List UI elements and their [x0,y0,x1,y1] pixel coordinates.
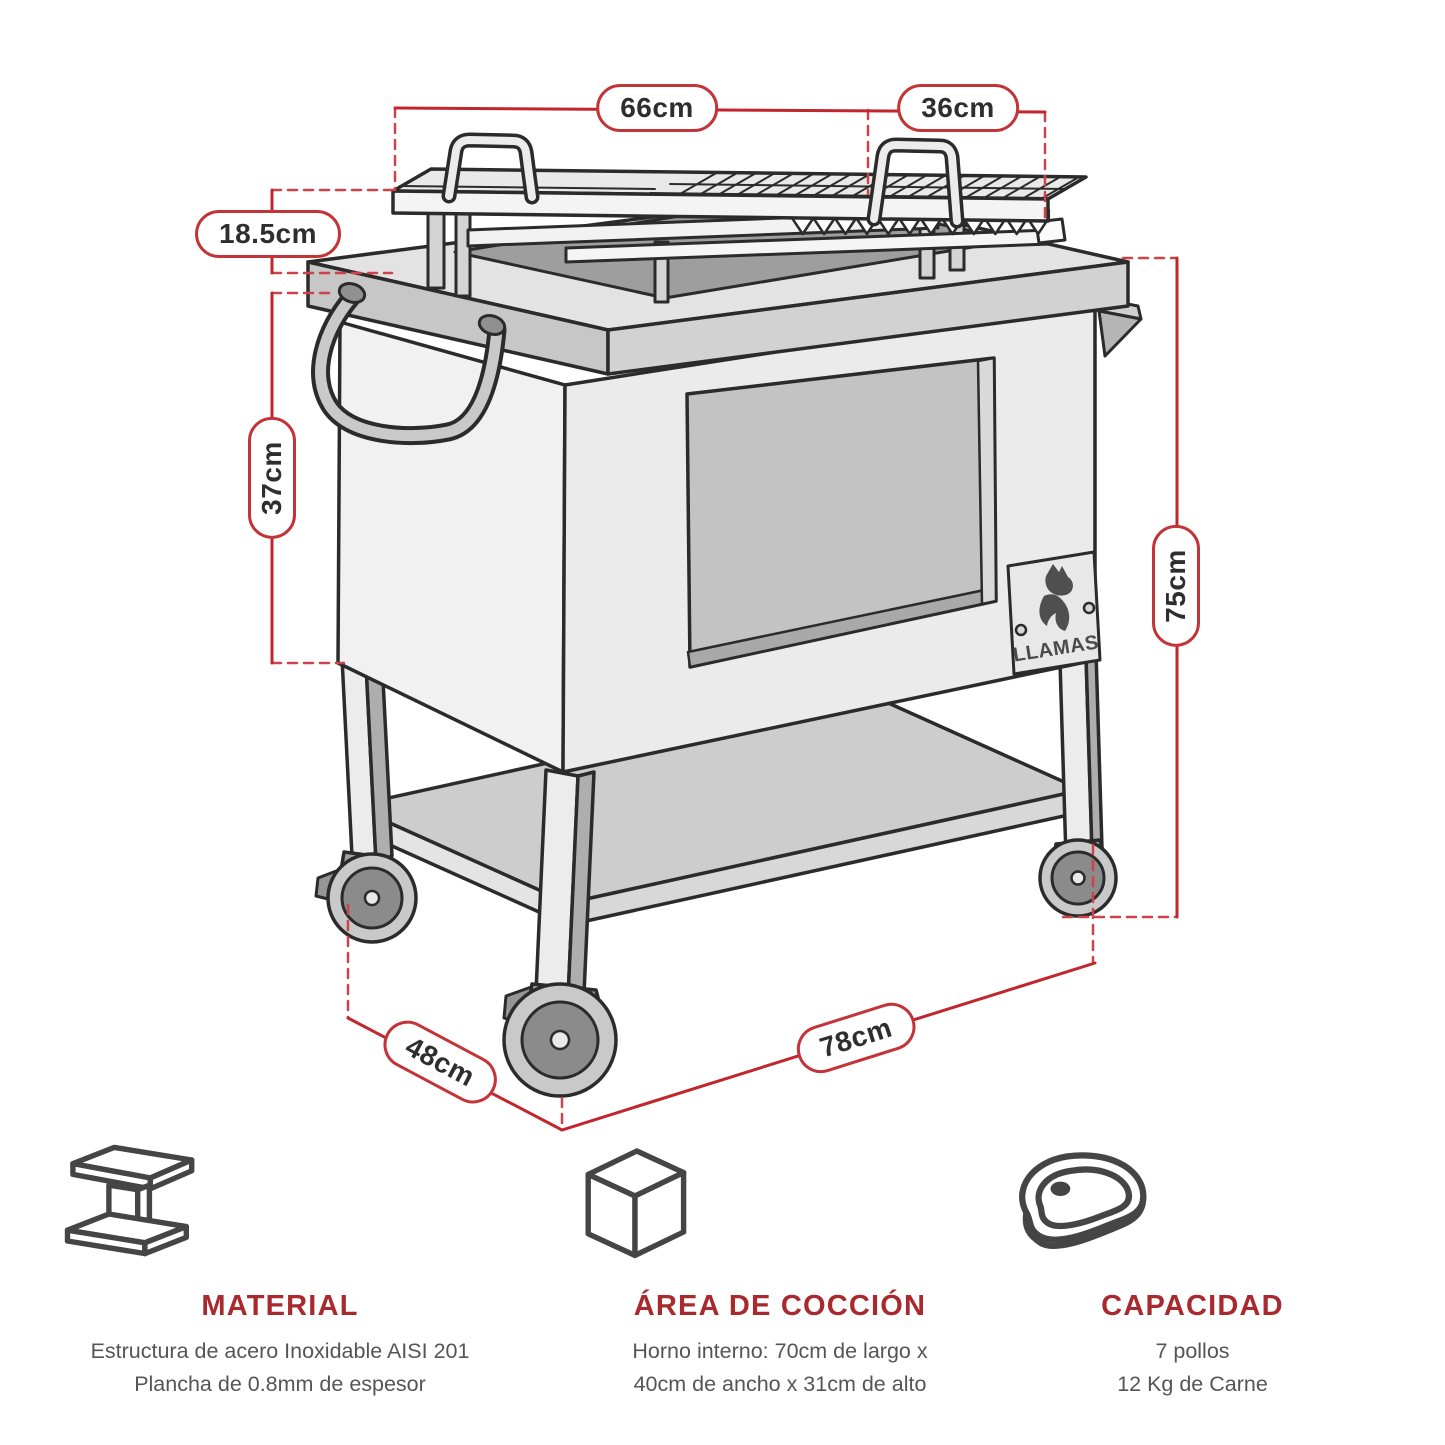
dim-label-rack-width: 66cm [596,84,718,132]
carry-handle [311,282,507,446]
left-caster-wheel [314,850,418,944]
spec-material-title: MATERIAL [201,1290,359,1322]
dim-label-total-height: 75cm [1152,525,1200,647]
oven-window [685,356,998,669]
skewer-bar [564,217,1067,264]
dim-label-body-height: 37cm [248,417,296,539]
spec-cooking-area-title: ÁREA DE COCCIÓN [633,1290,927,1322]
brand-plate: LLAMAS [1006,550,1102,676]
front-caster-wheel [502,982,618,1098]
grate-bars [679,171,1080,200]
spec-material-line-1: Estructura de acero Inoxidable AISI 201 [90,1339,470,1363]
cube-icon [555,1142,1005,1268]
steak-icon [995,1142,1390,1268]
i-beam-icon [55,1142,505,1268]
grill-rack [391,132,1088,236]
right-caster-wheel [1038,838,1118,918]
spec-capacity: CAPACIDAD 7 pollos 12 Kg de Carne [995,1142,1390,1402]
spec-cooking-area-line-2: 40cm de ancho x 31cm de alto [633,1372,927,1397]
rack-handles [441,132,965,229]
dim-label-rack-height: 18.5cm [195,210,341,258]
spec-material: MATERIAL Estructura de acero Inoxidable … [55,1142,505,1402]
spec-material-line-2: Plancha de 0.8mm de espesor [134,1372,426,1397]
dimension-lines [270,106,1179,1132]
spec-capacity-title: CAPACIDAD [1101,1290,1284,1322]
spec-cooking-area: ÁREA DE COCCIÓN Horno interno: 70cm de l… [555,1142,1005,1402]
spec-cooking-area-line-1: Horno interno: 70cm de largo x [632,1339,928,1363]
llama-flame-icon [1039,564,1073,631]
dim-label-grate-depth: 36cm [897,84,1019,132]
spec-capacity-line-2: 12 Kg de Carne [1117,1372,1268,1397]
spec-capacity-line-1: 7 pollos [1155,1339,1230,1363]
